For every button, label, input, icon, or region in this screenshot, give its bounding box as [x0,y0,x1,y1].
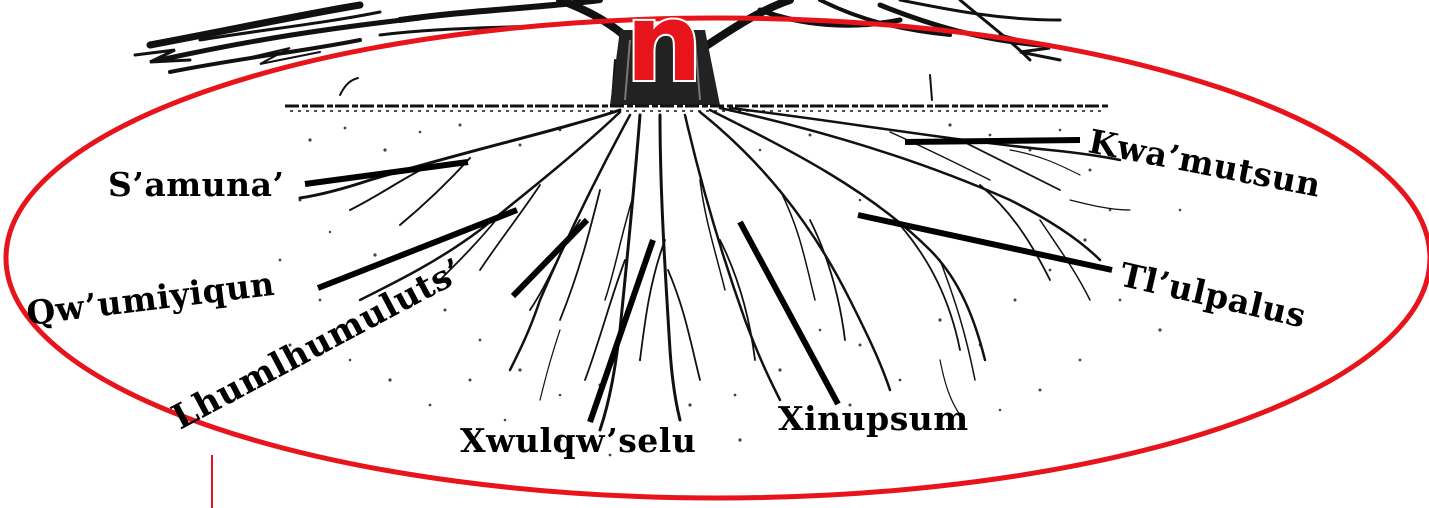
label-xwulqwselu: Xwulqw’selu [460,421,696,460]
pointer-lhumlhumuluts [513,220,587,296]
label-tlulpalus: Tl’ulpalus [1116,255,1310,336]
label-samuna: S’amuna’ [108,165,284,204]
title-letter: n [626,0,703,106]
label-qwumiyiqun: Qw’umiyiqun [24,264,276,333]
label-xinupsum: Xinupsum [778,399,969,438]
pointer-tlulpalus [858,215,1112,270]
pointer-kwamutsun [905,140,1080,142]
tree-crown [135,0,1060,100]
label-kwamutsun: Kwa’mutsun [1085,122,1324,205]
ground-line [285,106,1110,111]
pointer-samuna [305,162,468,184]
highlight-ellipse [6,18,1429,498]
